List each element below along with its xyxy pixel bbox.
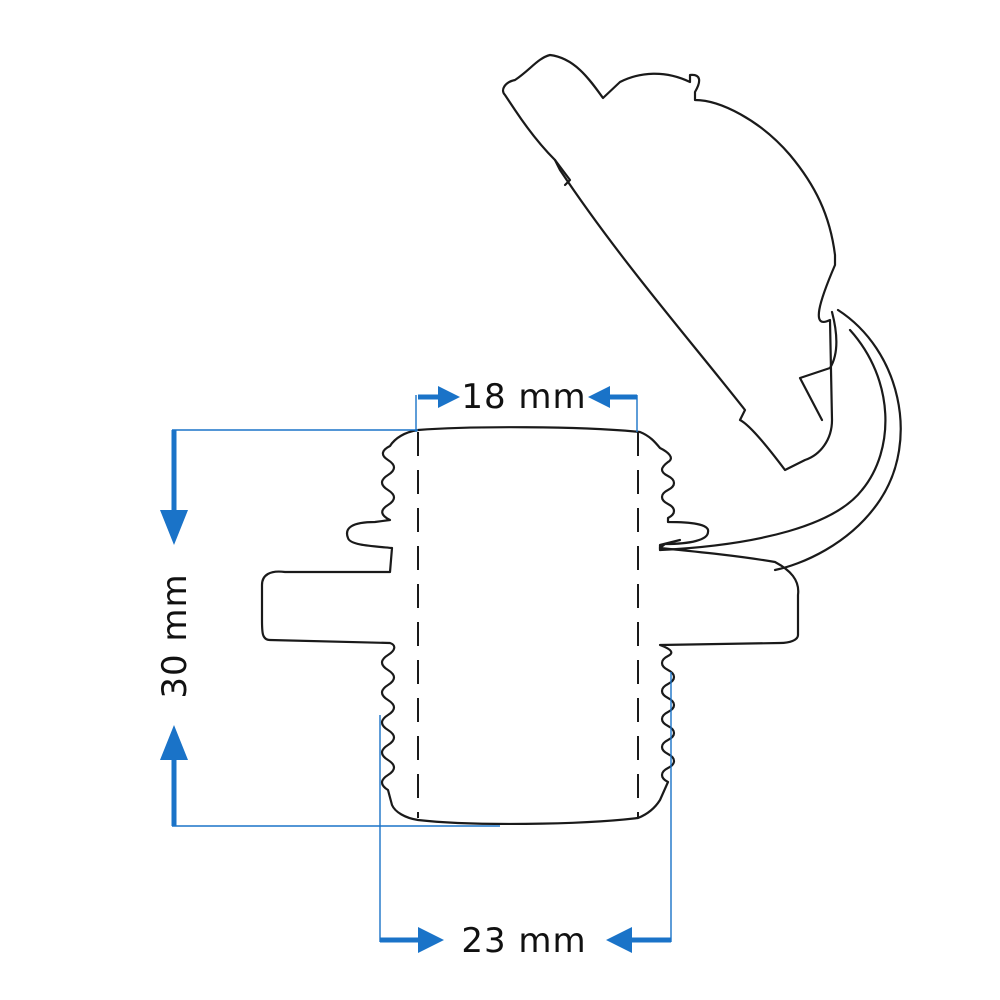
height-label: 30 mm: [155, 573, 195, 698]
hinge-strap-inner: [658, 328, 887, 552]
dimension-inner-diameter: 18 mm: [415, 377, 638, 432]
outer-diameter-arrow-right-head: [606, 927, 632, 953]
height-arrow-bottom-head: [160, 725, 188, 760]
inner-diameter-label: 18 mm: [461, 377, 586, 417]
hinge-strap-outer: [773, 308, 902, 572]
dimension-height: 30 mm: [155, 429, 500, 827]
inner-diameter-arrow-left-head: [438, 386, 460, 408]
height-arrow-top-head: [160, 510, 188, 545]
outer-diameter-arrow-left-head: [418, 927, 444, 953]
dimension-outer-diameter: 23 mm: [379, 672, 672, 961]
inner-diameter-arrow-right-head: [588, 386, 610, 408]
valve-body-outline: [260, 426, 800, 826]
outer-diameter-label: 23 mm: [461, 921, 586, 961]
cap-body-outline: [501, 53, 837, 472]
cap-inner-ridge: [798, 310, 838, 422]
valve-cap: [501, 53, 838, 472]
valve-body: [260, 426, 800, 826]
cap-side-notch: [553, 158, 572, 187]
